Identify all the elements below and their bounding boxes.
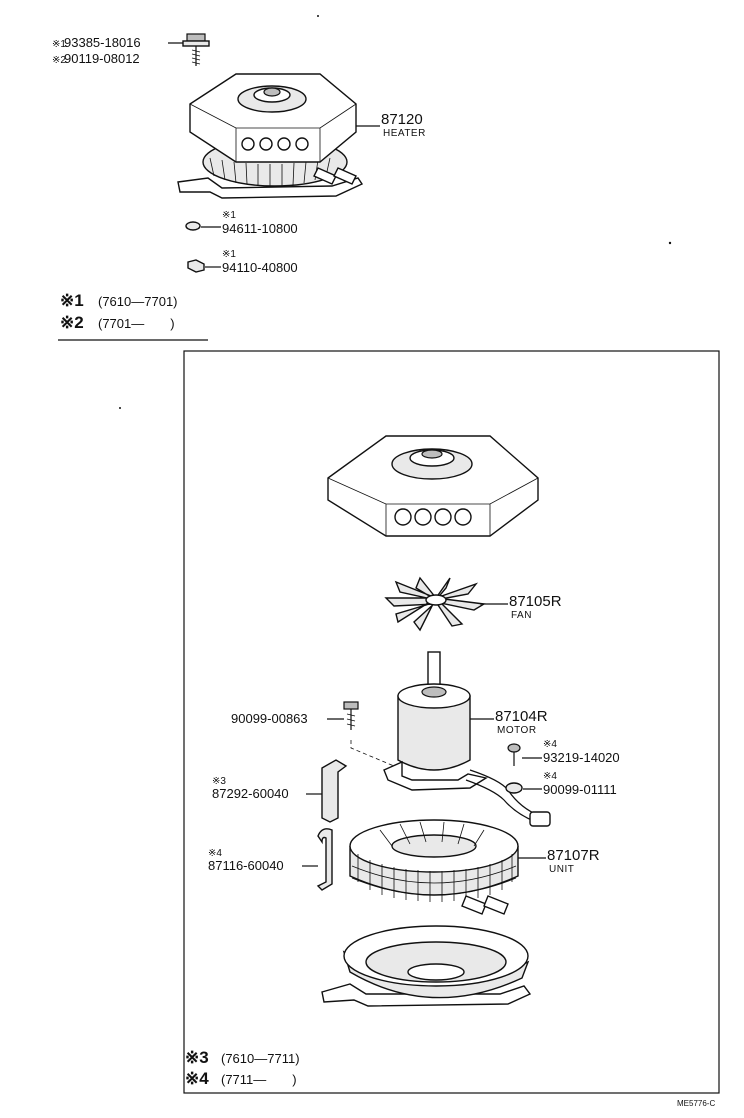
grommet-part: 90099-01111 <box>543 782 617 797</box>
motor-name: MOTOR <box>497 725 537 736</box>
bracket-b-mark: ※4 <box>208 848 222 859</box>
washer-group: ※1 94611-10800 <box>185 210 298 236</box>
nut-icon <box>187 259 205 273</box>
motor-part-number: 87104R <box>495 708 548 725</box>
top-note-mark-2: ※2 <box>60 313 84 332</box>
detail-note-mark-1: ※3 <box>185 1048 209 1067</box>
washer-part: 94611-10800 <box>222 221 298 236</box>
nut-group: ※1 94110-40800 <box>187 249 298 275</box>
speck <box>317 15 319 17</box>
washer-mark: ※1 <box>222 210 236 221</box>
fan-name: FAN <box>511 610 532 621</box>
unit-part-number: 87107R <box>547 847 600 864</box>
grommet-mark: ※4 <box>543 771 557 782</box>
bolt-mark-2: ※2 <box>52 55 66 66</box>
screw-group: ※4 93219-14020 <box>507 739 620 766</box>
top-note-mark-1: ※1 <box>60 291 84 310</box>
unit-label-group: 87107R UNIT <box>518 847 600 875</box>
base-tray-icon <box>321 925 532 1007</box>
bolt-label-group: ※1 93385-18016 ※2 90119-08012 <box>52 35 186 66</box>
heater-assembly-icon <box>177 73 364 199</box>
detail-notes: ※3 (7610—7711) ※4 (7711— ) <box>185 1048 300 1088</box>
bolt-part-2: 90119-08012 <box>64 51 140 66</box>
detail-note-mark-2: ※4 <box>185 1069 209 1088</box>
heater-name: HEATER <box>383 128 426 139</box>
motor-bolt-group: 90099-00863 <box>231 701 395 767</box>
bolt-part-1: 93385-18016 <box>64 35 141 50</box>
heater-label-group: 87120 HEATER <box>356 111 426 139</box>
grommet-group: ※4 90099-01111 <box>505 771 617 797</box>
bracket-a-icon <box>321 759 348 823</box>
bracket-b-part: 87116-60040 <box>208 858 284 873</box>
drawing-code: ME5776-C <box>677 1099 715 1108</box>
fan-part-number: 87105R <box>509 593 562 610</box>
detail-note-range-1: (7610—7711) <box>221 1051 300 1066</box>
motor-bolt-icon <box>343 701 359 730</box>
detail-note-range-2: (7711— ) <box>221 1072 297 1087</box>
bolt-mark-1: ※1 <box>52 39 66 50</box>
fan-icon <box>384 576 487 632</box>
speck <box>119 407 121 409</box>
top-note-range-2: (7701— ) <box>98 316 175 331</box>
exploded-view-frame <box>183 350 720 1094</box>
motor-label-group: 87104R MOTOR <box>470 708 548 736</box>
top-note-range-1: (7610—7701) <box>98 294 178 309</box>
top-notes: ※1 (7610—7701) ※2 (7701— ) <box>58 291 208 341</box>
motor-bolt-part: 90099-00863 <box>231 711 308 726</box>
washer-icon <box>185 221 201 231</box>
heater-part-number: 87120 <box>381 111 423 128</box>
heater-unit-icon <box>349 819 519 915</box>
screw-mark: ※4 <box>543 739 557 750</box>
bracket-b-icon <box>316 828 333 891</box>
housing-icon <box>327 435 539 537</box>
motor-icon <box>383 651 551 827</box>
bracket-a-part: 87292-60040 <box>212 786 289 801</box>
bolt-icon <box>182 33 210 66</box>
nut-part: 94110-40800 <box>222 260 298 275</box>
bracket-b-group: ※4 87116-60040 <box>208 828 333 891</box>
speck <box>668 241 672 245</box>
screw-icon <box>507 743 521 766</box>
grommet-icon <box>505 782 523 794</box>
bracket-a-mark: ※3 <box>212 776 226 787</box>
fan-label-group: 87105R FAN <box>480 593 562 621</box>
unit-name: UNIT <box>549 864 574 875</box>
nut-mark: ※1 <box>222 249 236 260</box>
bracket-a-group: ※3 87292-60040 <box>212 759 348 823</box>
screw-part: 93219-14020 <box>543 750 620 765</box>
